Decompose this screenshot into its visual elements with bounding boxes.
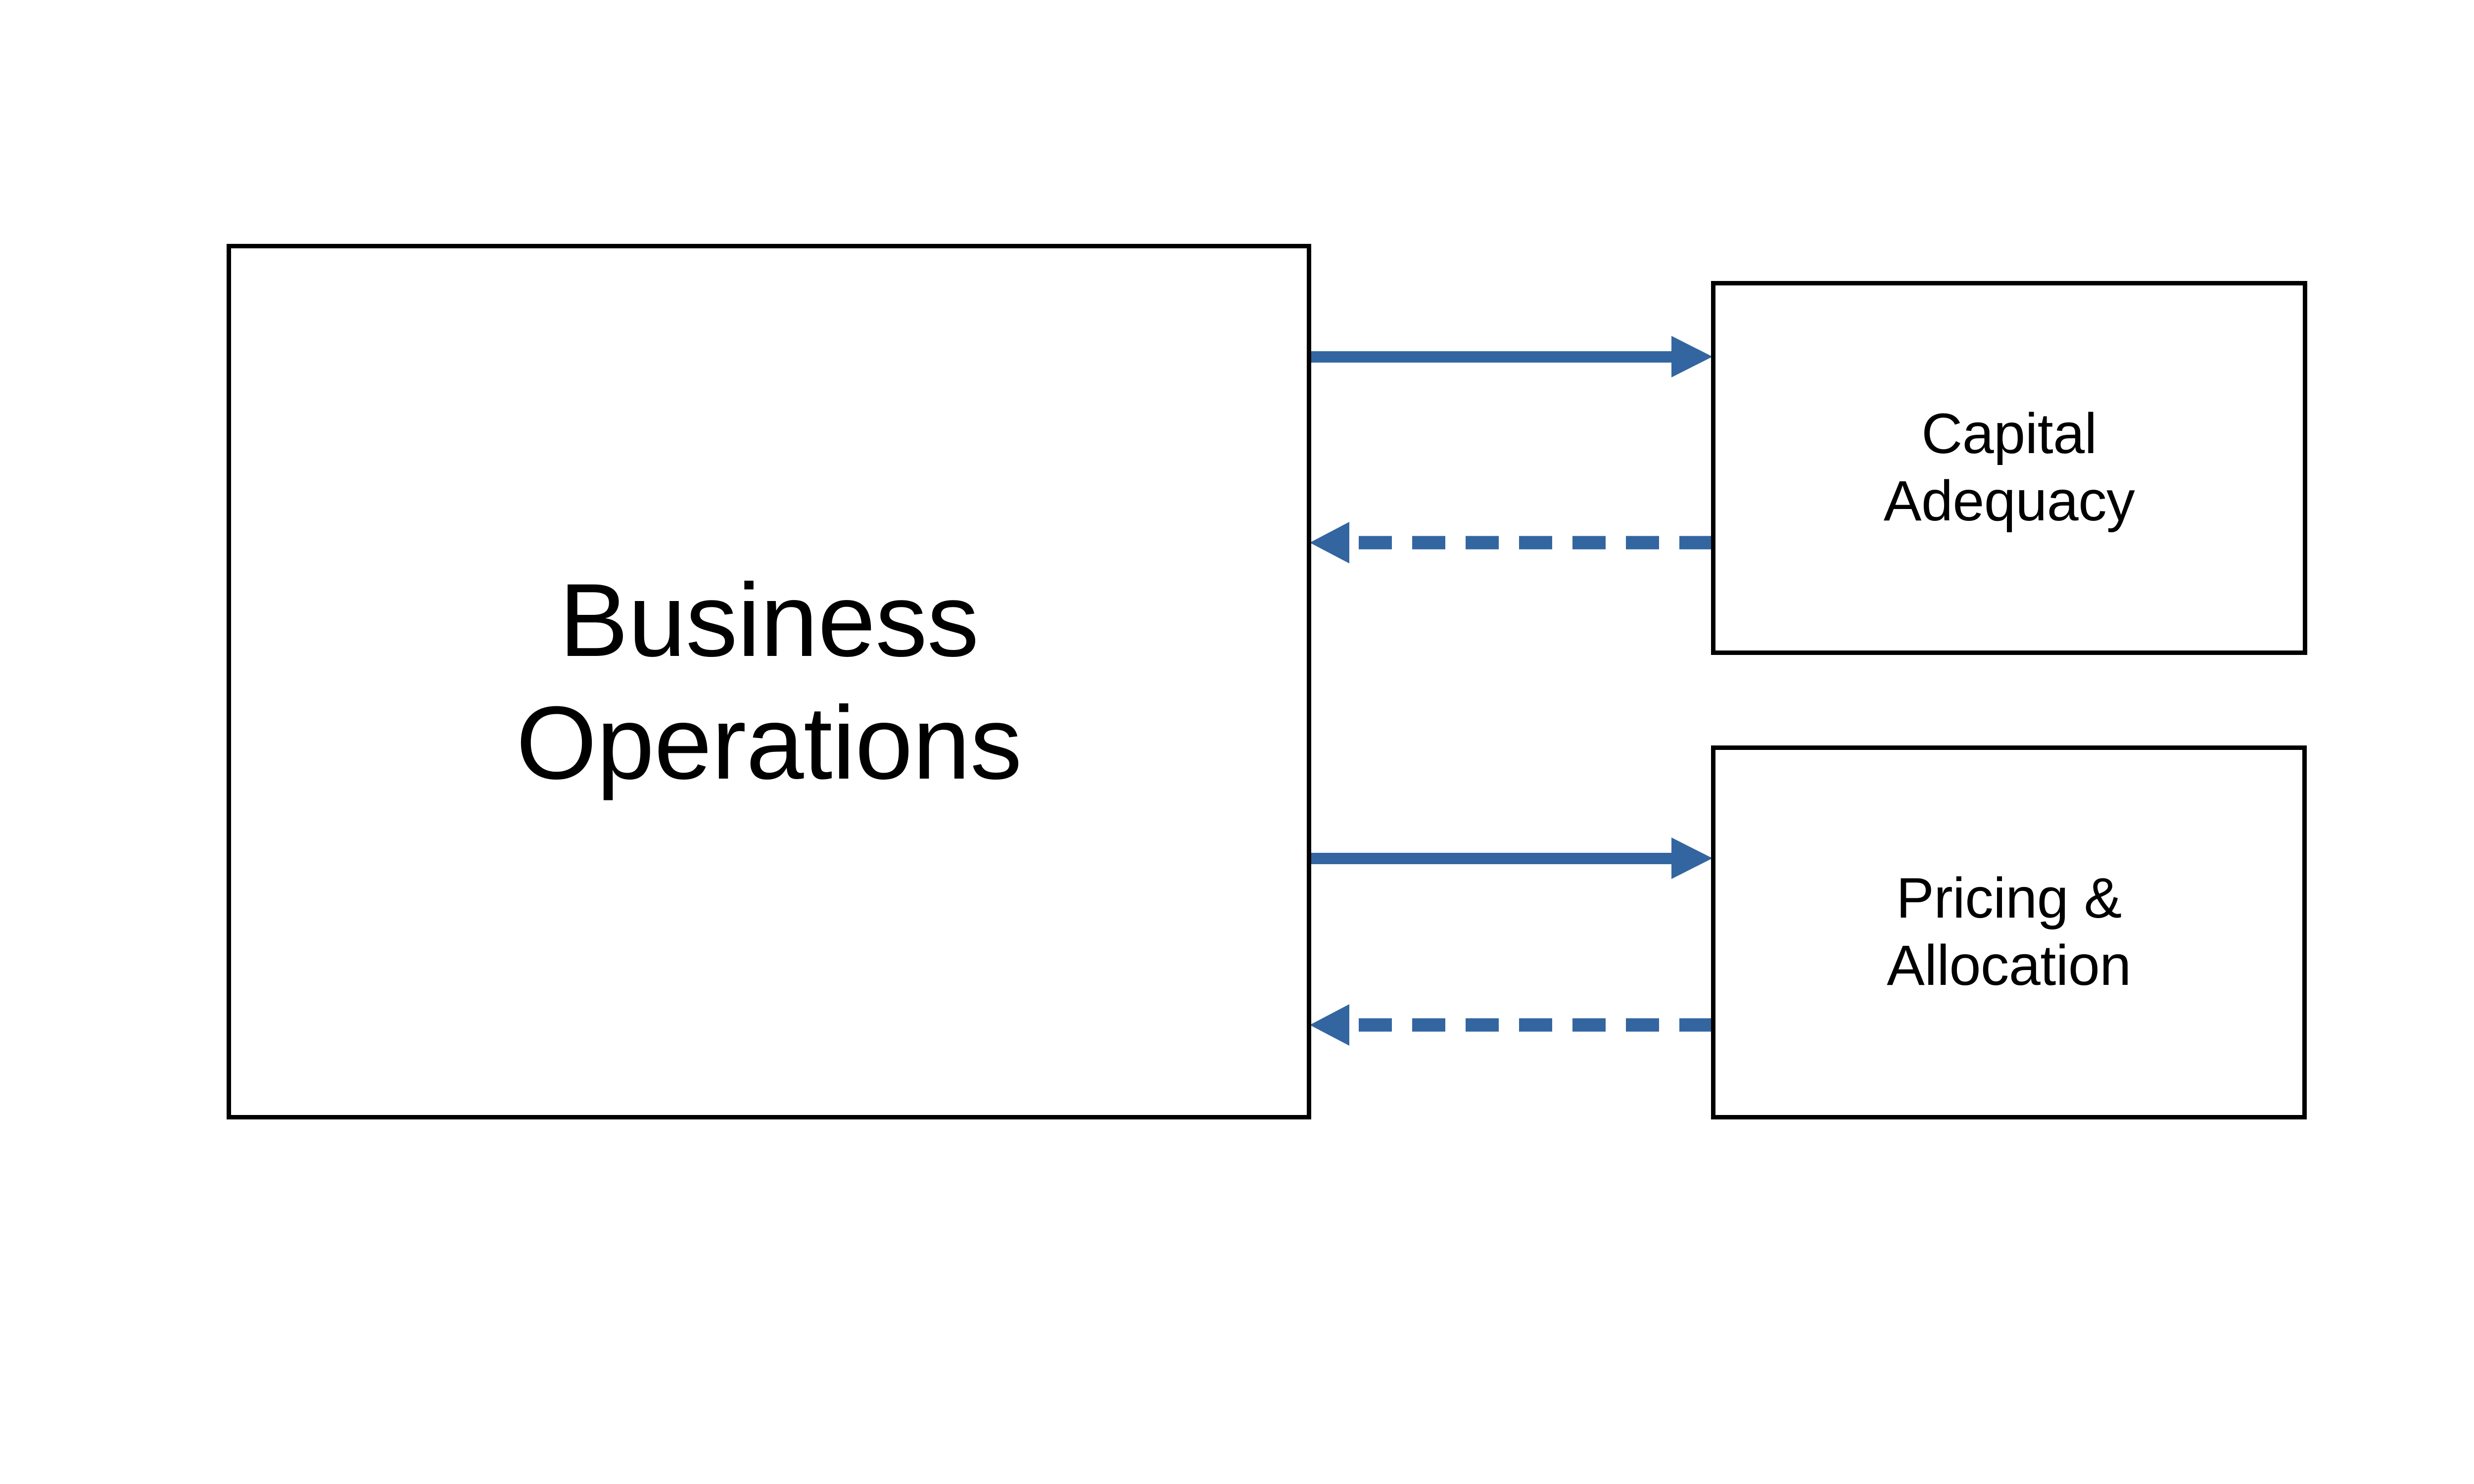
node-capital-adequacy-label: Capital Adequacy	[1883, 402, 2135, 533]
connector-ops-to-capital	[1310, 336, 1713, 377]
node-business-operations[interactable]: Business Operations	[227, 244, 1311, 1119]
connector-ops-to-pricing	[1310, 837, 1713, 879]
node-business-operations-label: Business Operations	[516, 562, 1022, 801]
node-pricing-allocation[interactable]: Pricing & Allocation	[1711, 745, 2307, 1119]
connector-capital-to-ops	[1310, 522, 1713, 563]
node-pricing-allocation-label: Pricing & Allocation	[1887, 867, 2131, 997]
connector-pricing-to-ops	[1310, 1004, 1713, 1046]
node-capital-adequacy[interactable]: Capital Adequacy	[1711, 281, 2307, 655]
